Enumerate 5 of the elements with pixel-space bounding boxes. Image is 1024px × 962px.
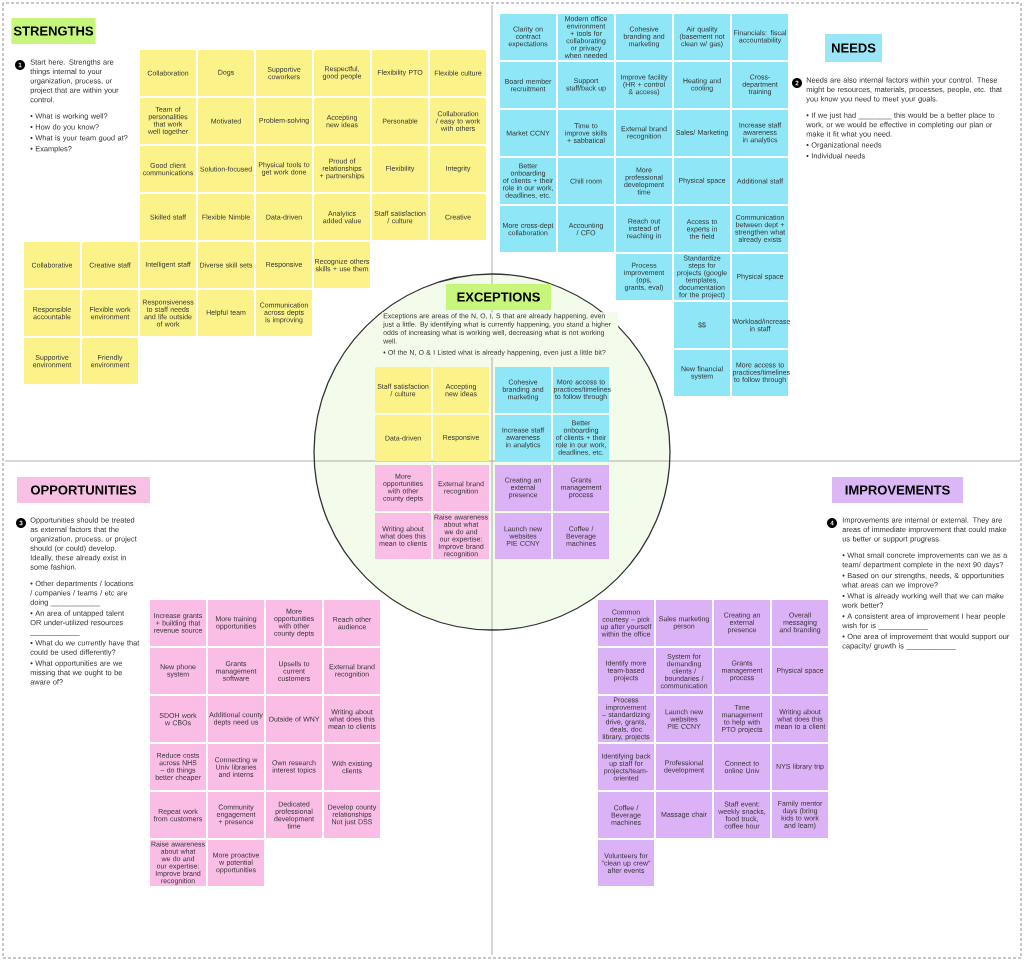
section-heading: EXCEPTIONS [446, 284, 551, 310]
section-heading: STRENGTHS [11, 18, 96, 44]
section-heading: IMPROVEMENTS [832, 477, 963, 503]
section-heading: NEEDS [825, 34, 882, 62]
section-heading: OPPORTUNITIES [17, 477, 150, 503]
